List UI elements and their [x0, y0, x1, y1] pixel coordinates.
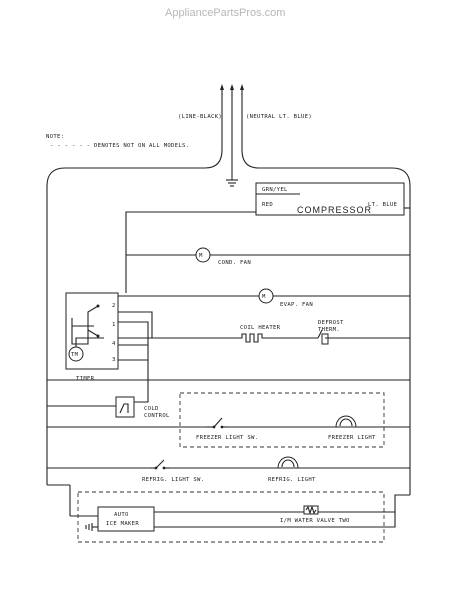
- cold-control-label-1: COLD: [144, 406, 159, 412]
- compressor-feed: [125, 211, 256, 293]
- neutral-label: (NEUTRAL LT. BLUE): [246, 114, 312, 120]
- freezer-light-bulb-icon: [335, 415, 357, 428]
- timer-motor-label: TM: [71, 352, 79, 358]
- defrost-therm-label: THERM.: [318, 327, 340, 333]
- lt-blue-label: LT. BLUE: [368, 202, 398, 208]
- freezer-light-switch-icon: [206, 417, 228, 429]
- defrost-therm-icon: [317, 329, 329, 345]
- cold-control-switch-icon: [119, 403, 129, 414]
- power-plug-icon: [220, 84, 244, 102]
- neutral-wire: [241, 102, 411, 495]
- red-label: RED: [262, 202, 273, 208]
- refrig-light-bulb-icon: [277, 456, 299, 469]
- refrig-light-switch-label: REFRIG. LIGHT SW.: [142, 477, 204, 483]
- timer-terminal-2: 2: [112, 303, 116, 309]
- freezer-light-optional-box: [179, 392, 385, 448]
- coil-heater-icon: [240, 333, 270, 343]
- grn-yel-label: GRN/YEL: [262, 187, 288, 193]
- evap-fan-label: EVAP. FAN: [280, 302, 313, 308]
- timer-terminal-4: 4: [112, 341, 116, 347]
- water-valve-label: I/M WATER VALVE TWO: [280, 518, 350, 524]
- ice-maker-optional-box: [77, 491, 385, 543]
- cold-control-box: [115, 396, 135, 418]
- compressor-box: [255, 182, 405, 216]
- timer-contacts: [71, 305, 104, 347]
- freezer-light-switch-label: FREEZER LIGHT SW.: [196, 435, 258, 441]
- timer-terminal-3: 3: [112, 357, 116, 363]
- line-black-label: (LINE-BLACK): [178, 114, 222, 120]
- line-wire: [46, 102, 223, 485]
- refrig-light-switch-icon: [150, 459, 170, 470]
- coil-heater-label: COIL HEATER: [240, 325, 281, 331]
- ice-maker-ground-icon: [85, 523, 98, 531]
- timer-label: TIMER: [76, 376, 95, 382]
- note-title: NOTE:: [46, 134, 64, 140]
- timer-terminal-1: 1: [112, 322, 116, 328]
- ice-maker-auto-label: AUTO: [114, 512, 129, 518]
- evap-fan-motor-symbol: M: [262, 294, 266, 300]
- ice-maker-label: ICE MAKER: [106, 521, 139, 527]
- compressor-label: COMPRESSOR: [297, 205, 372, 215]
- cold-control-label-2: CONTROL: [144, 413, 170, 419]
- note-text: - - - - - - DENOTES NOT ON ALL MODELS.: [50, 143, 189, 149]
- defrost-label: DEFROST: [318, 320, 344, 326]
- cond-fan-label: COND. FAN: [218, 260, 251, 266]
- watermark: AppliancePartsPros.com: [165, 7, 285, 19]
- ground-icon: [226, 179, 238, 187]
- freezer-light-label: FREEZER LIGHT: [328, 435, 376, 441]
- ice-maker-box: [97, 506, 155, 532]
- refrig-light-label: REFRIG. LIGHT: [268, 477, 316, 483]
- cond-fan-motor-symbol: M: [199, 253, 203, 259]
